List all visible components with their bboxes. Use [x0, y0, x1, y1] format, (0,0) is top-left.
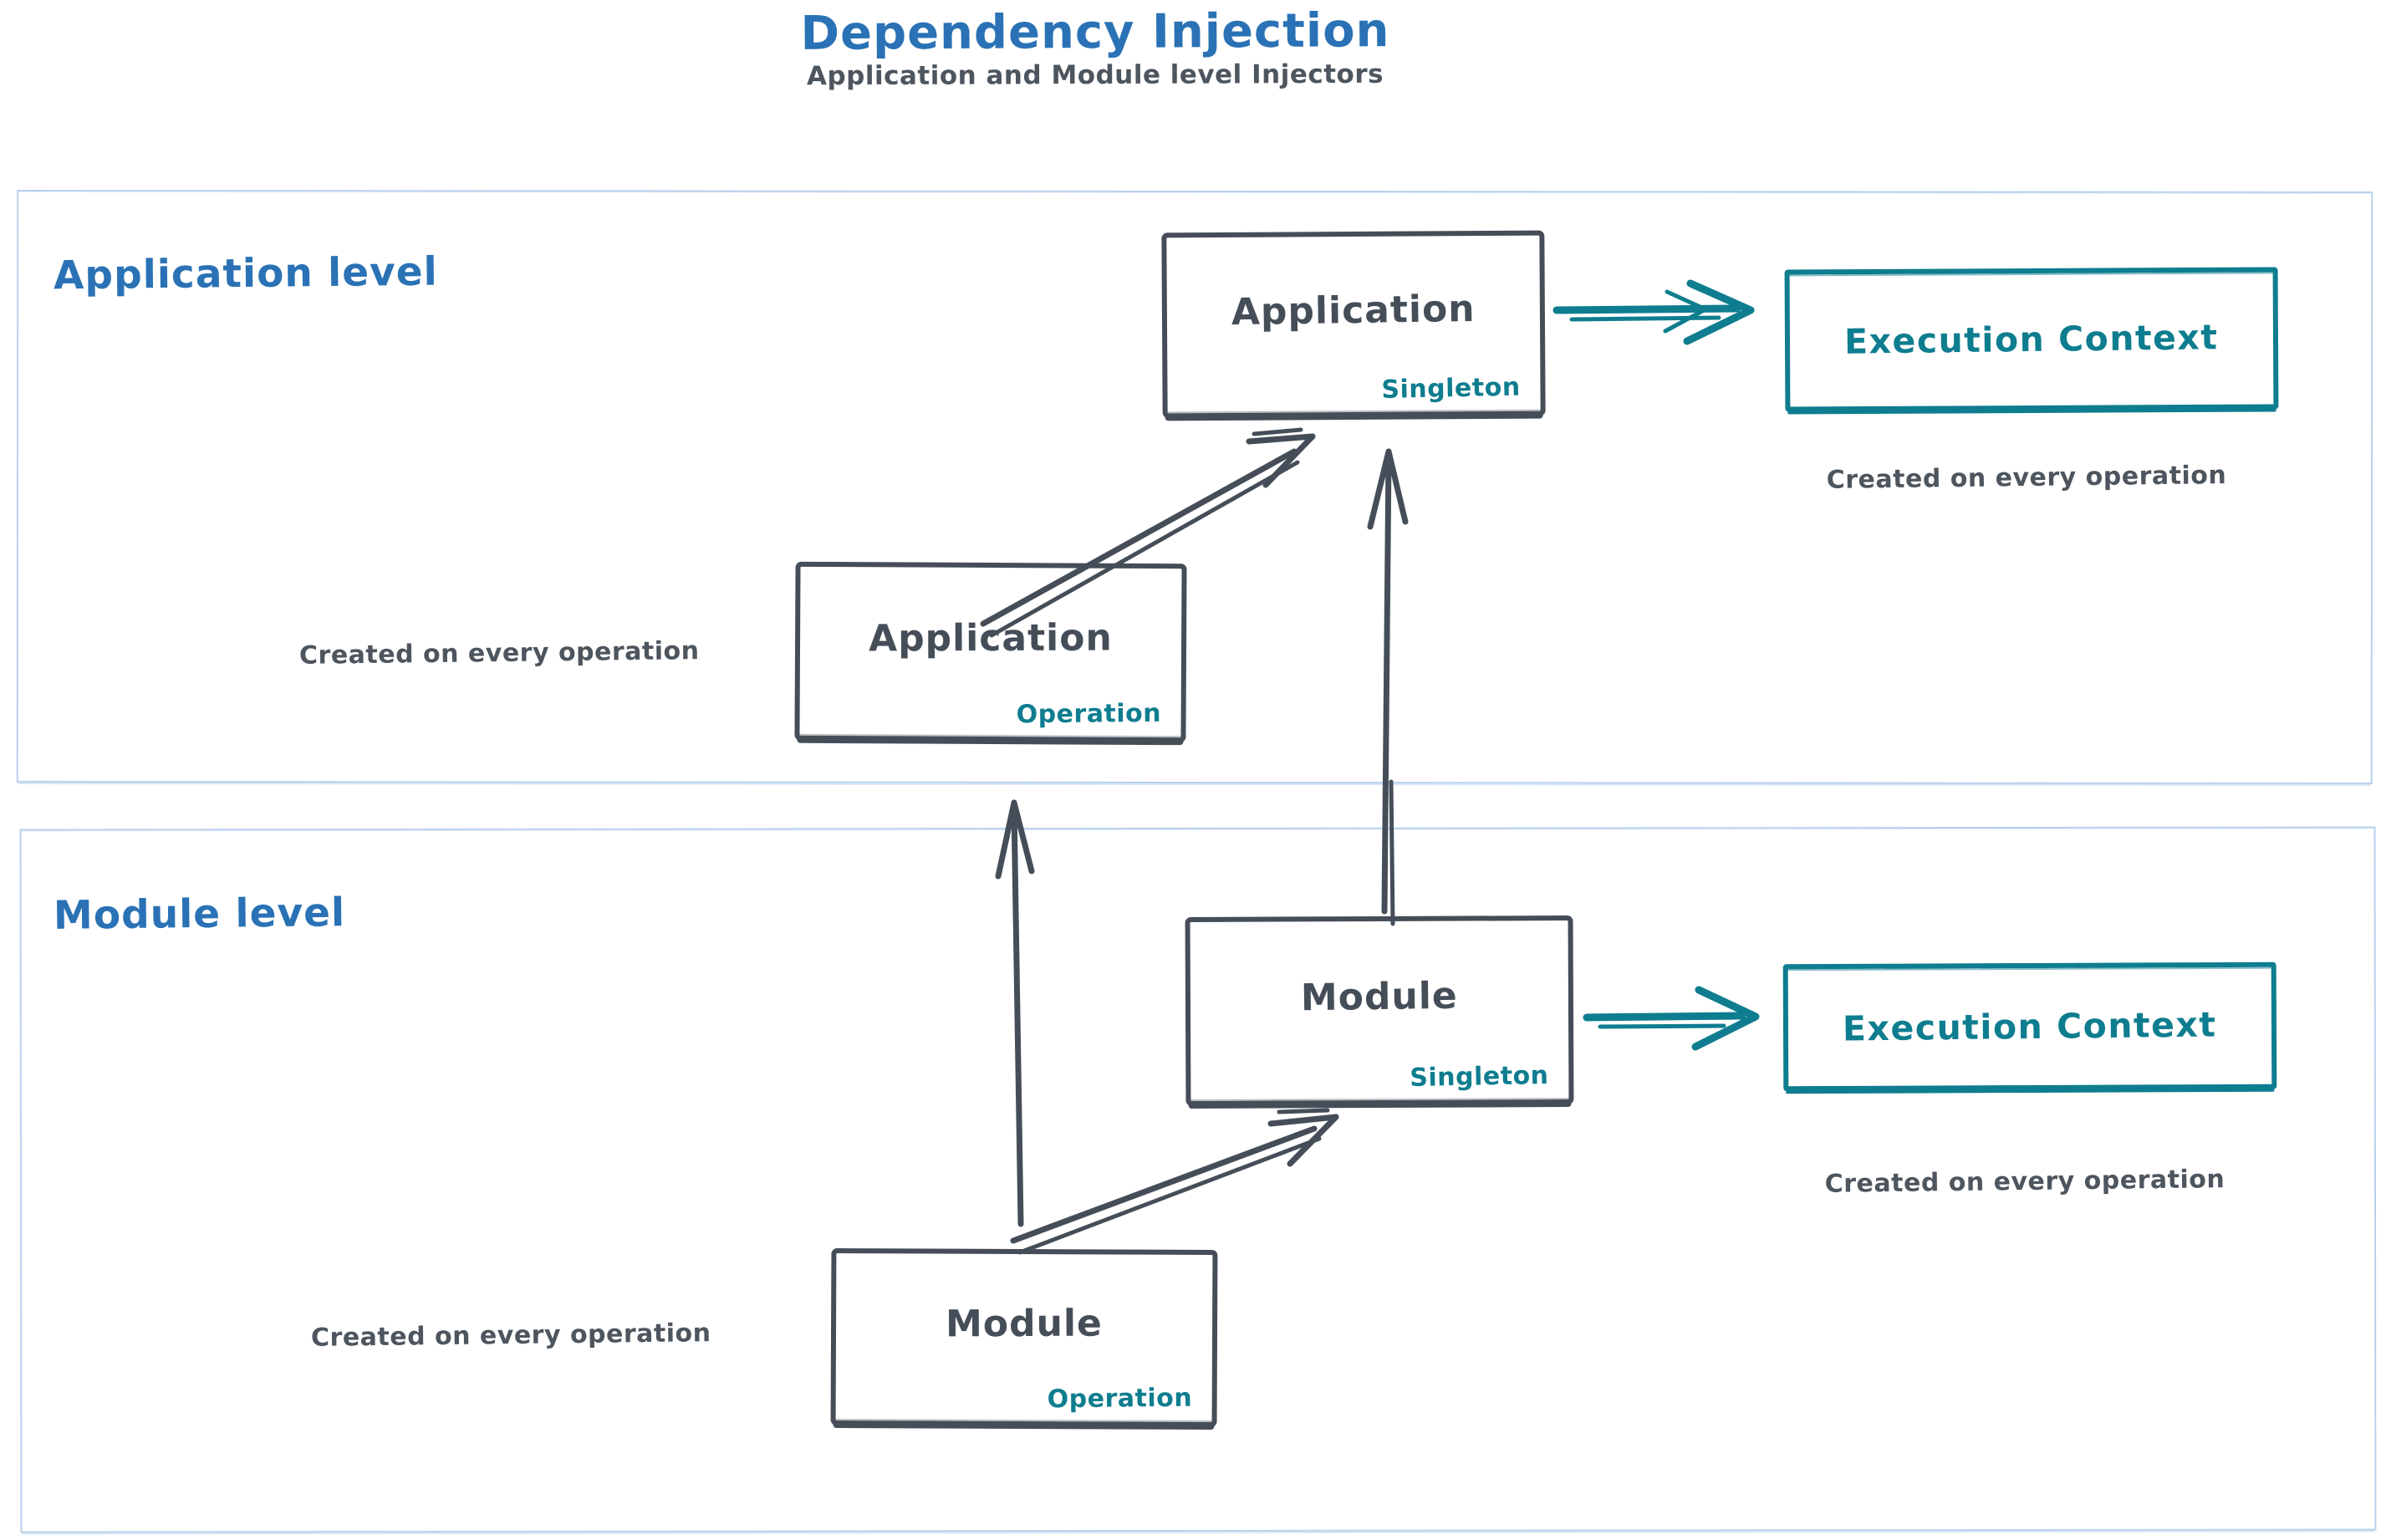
module-execution-context-note: Created on every operation: [1824, 1165, 2225, 1199]
diagram-title: Dependency Injection: [800, 3, 1390, 61]
application-singleton-box: Application Singleton: [1161, 230, 1546, 419]
application-operation-note: Created on every operation: [298, 636, 700, 671]
module-operation-name: Module: [946, 1302, 1104, 1345]
module-singleton-badge: Singleton: [1409, 1060, 1549, 1093]
application-operation-badge: Operation: [1015, 698, 1161, 730]
module-singleton-name: Module: [1300, 974, 1459, 1019]
application-execution-context-label: Execution Context: [1844, 317, 2219, 362]
application-singleton-name: Application: [1231, 287, 1476, 334]
module-operation-badge: Operation: [1047, 1383, 1192, 1415]
module-singleton-box: Module Singleton: [1185, 915, 1574, 1107]
module-operation-box: Module Operation: [830, 1247, 1218, 1428]
module-operation-note: Created on every operation: [310, 1318, 711, 1353]
application-operation-name: Application: [869, 615, 1114, 660]
application-singleton-badge: Singleton: [1380, 372, 1521, 405]
application-operation-box: Application Operation: [794, 561, 1187, 743]
module-level-label: Module level: [53, 890, 346, 939]
application-execution-context-box: Execution Context: [1784, 267, 2279, 412]
application-execution-context-note: Created on every operation: [1826, 461, 2227, 495]
module-execution-context-box: Execution Context: [1782, 961, 2277, 1092]
module-execution-context-label: Execution Context: [1843, 1004, 2217, 1049]
application-level-label: Application level: [53, 248, 439, 299]
diagram-subtitle: Application and Module level Injectors: [806, 59, 1384, 92]
